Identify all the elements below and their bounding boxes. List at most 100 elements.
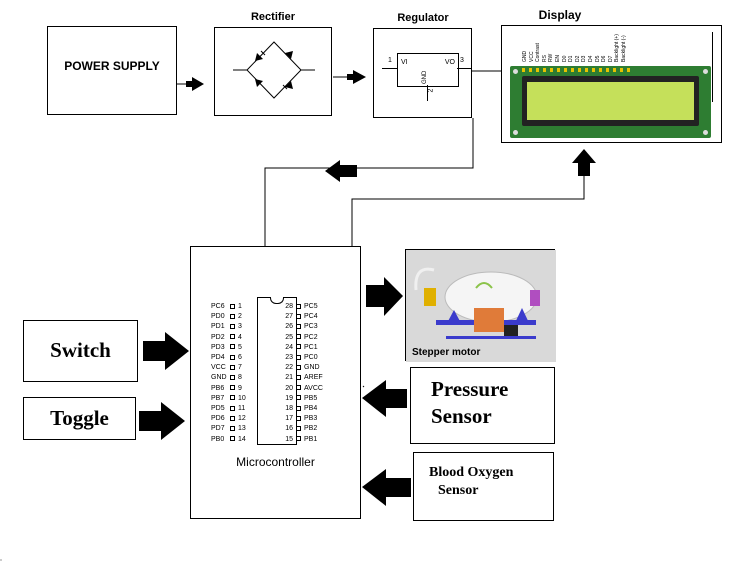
arrow-mcu-to-display bbox=[572, 149, 596, 176]
lcd-pin-label: D0 bbox=[561, 55, 568, 62]
mcu-pin-name: PD3 bbox=[211, 343, 225, 351]
pin-pad-icon bbox=[230, 405, 235, 411]
lcd-board bbox=[510, 66, 711, 138]
mcu-pin-name: PC1 bbox=[304, 343, 318, 351]
mcu-pin-name: PB5 bbox=[304, 394, 318, 402]
power-supply-label: POWER SUPPLY bbox=[64, 59, 160, 73]
arrow-toggle-to-mcu bbox=[139, 402, 185, 440]
lcd-bezel bbox=[522, 76, 699, 126]
mount-hole-icon bbox=[703, 130, 708, 135]
lcd-pin-label: D6 bbox=[601, 55, 608, 62]
stepper-motor-label: Stepper motor bbox=[412, 347, 481, 358]
mcu-pin-name: PB4 bbox=[304, 405, 318, 412]
lcd-pin-label: RS bbox=[541, 55, 548, 62]
mcu-pin-number: 23 bbox=[285, 354, 293, 361]
mcu-pin-number: 10 bbox=[238, 394, 246, 402]
regulator-vo: VO bbox=[444, 59, 455, 66]
mcu-pin-number: 5 bbox=[238, 343, 242, 351]
pin-pad-icon bbox=[296, 395, 301, 401]
lcd-pin-label: D5 bbox=[594, 55, 601, 62]
mcu-pin-name: PD6 bbox=[211, 415, 225, 423]
mcu-pin-number: 12 bbox=[238, 415, 246, 423]
regulator-pin1-lead bbox=[382, 68, 397, 69]
stepper-motor-block: Stepper motor bbox=[405, 249, 556, 362]
lcd-pin-label: Contrast bbox=[535, 43, 542, 62]
pin-pad-icon bbox=[296, 344, 301, 350]
pressure-sensor-block: Pressure Sensor bbox=[410, 367, 555, 444]
blood-oxygen-label-line2: Sensor bbox=[438, 483, 479, 498]
mcu-pin-name: PD7 bbox=[211, 425, 225, 433]
mcu-pin-name: GND bbox=[211, 374, 227, 382]
pin-pad-icon bbox=[296, 385, 301, 391]
mcu-pin-left: PD6 12 bbox=[211, 414, 246, 424]
pin-pad-icon bbox=[296, 334, 301, 340]
pin-pad-icon bbox=[296, 364, 301, 370]
arrow-rectifier-to-regulator bbox=[347, 70, 366, 84]
mcu-pin-number: 18 bbox=[285, 405, 293, 412]
arrow-power-to-rectifier bbox=[186, 77, 204, 91]
mcu-pin-number: 27 bbox=[285, 313, 293, 321]
chip-notch-icon bbox=[270, 297, 284, 304]
mcu-pin-name: PD1 bbox=[211, 323, 225, 331]
lcd-screen bbox=[527, 82, 694, 120]
mcu-pin-number: 21 bbox=[285, 374, 293, 382]
microcontroller-label: Microcontroller bbox=[236, 455, 315, 469]
mcu-pin-left: GND 8 bbox=[211, 373, 242, 383]
mcu-pin-name: PD0 bbox=[211, 313, 225, 321]
mcu-pin-name: PC4 bbox=[304, 313, 318, 321]
mcu-pin-number: 9 bbox=[238, 384, 242, 392]
arrow-oxygen-to-mcu bbox=[362, 469, 411, 506]
mcu-pin-number: 14 bbox=[238, 435, 246, 443]
mcu-pin-name: PC5 bbox=[304, 303, 318, 310]
mcu-pin-name: VCC bbox=[211, 364, 226, 372]
pin-pad-icon bbox=[230, 415, 235, 421]
arrow-regulator-to-mcu bbox=[325, 160, 357, 182]
lcd-pin-label: Backlight (+) bbox=[614, 34, 621, 62]
mcu-pin-number: 19 bbox=[285, 394, 293, 402]
mount-hole-icon bbox=[513, 130, 518, 135]
mcu-pin-number: 7 bbox=[238, 364, 242, 372]
mcu-pin-number: 20 bbox=[285, 384, 293, 392]
pin-pad-icon bbox=[296, 324, 301, 330]
mcu-pin-name: PC6 bbox=[211, 303, 225, 310]
pin-pad-icon bbox=[230, 436, 235, 442]
arrow-mcu-to-motor bbox=[366, 277, 403, 316]
mcu-pin-number: 4 bbox=[238, 333, 242, 341]
arrow-switch-to-mcu bbox=[143, 332, 189, 370]
pin-pad-icon bbox=[230, 324, 235, 330]
mcu-pin-right: 19 PB5 bbox=[284, 394, 317, 404]
mcu-pin-number: 2 bbox=[238, 313, 242, 321]
lcd-pin-label: D2 bbox=[574, 55, 581, 62]
mcu-pin-number: 8 bbox=[238, 374, 242, 382]
pin-pad-icon bbox=[230, 344, 235, 350]
lcd-pin-header bbox=[522, 68, 632, 72]
regulator-pin1: 1 bbox=[388, 57, 392, 64]
pin-pad-icon bbox=[296, 426, 301, 432]
mcu-pin-name: PB0 bbox=[211, 435, 225, 443]
mcu-pin-name: PD4 bbox=[211, 354, 225, 361]
mcu-pin-left: VCC 7 bbox=[211, 363, 242, 373]
regulator-gnd: GND bbox=[422, 70, 428, 84]
pin-pad-icon bbox=[230, 334, 235, 340]
rectifier-title: Rectifier bbox=[250, 11, 296, 23]
pin-pad-icon bbox=[296, 415, 301, 421]
pin-pad-icon bbox=[230, 395, 235, 401]
regulator-pin3-lead bbox=[457, 68, 472, 69]
pin-pad-icon bbox=[296, 313, 301, 319]
mcu-pin-name: PB7 bbox=[211, 394, 225, 402]
